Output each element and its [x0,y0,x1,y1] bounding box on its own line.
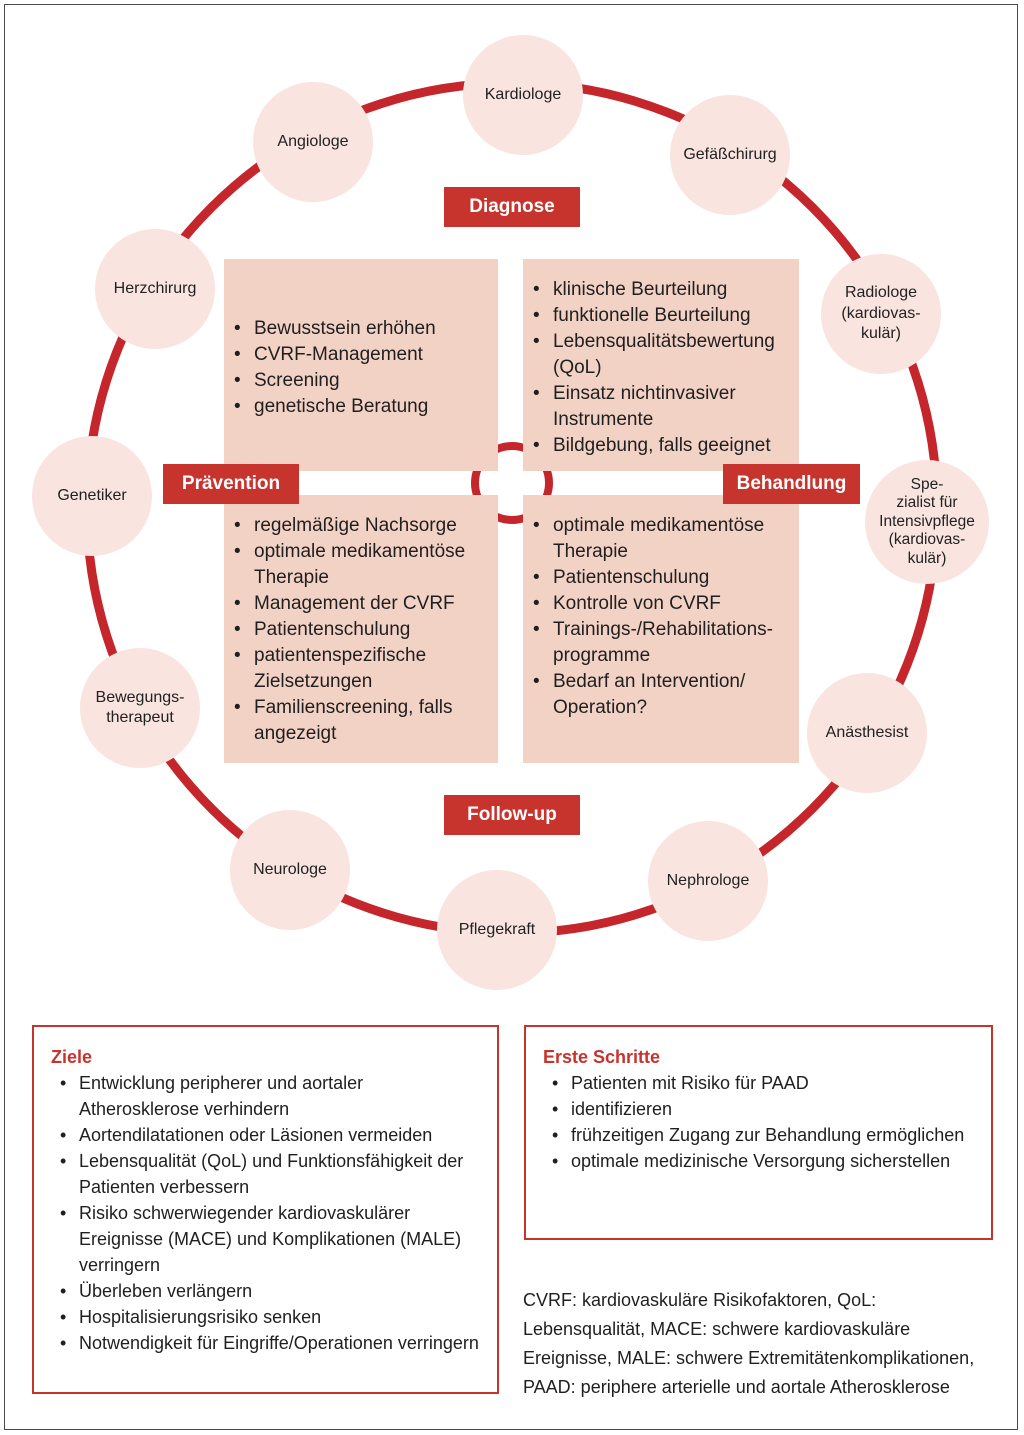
list-item: Management der CVRF [234,591,498,617]
label-diagnose: Diagnose [444,187,580,227]
first-steps-list: Patienten mit Risiko für PAAD identifizi… [543,1070,981,1174]
list-item: Aortendilatationen oder Läsionen vermeid… [60,1122,485,1148]
quadrant-top-left-list: Bewusstsein erhöhen CVRF-Management Scre… [224,259,498,420]
quadrant-followup-bottom-left: regelmäßige Nachsorge optimale medikamen… [224,495,498,763]
list-item: klinische Beurteilung [533,277,799,303]
first-steps-title: Erste Schritte [543,1047,661,1067]
list-item: identifizieren [552,1096,981,1122]
list-item: Einsatz nichtinvasiver Instrumente [533,381,799,433]
node-intensivpflege: Spe- zialist für Intensivpflege (kardiov… [865,460,989,584]
quadrant-bottom-right-list: optimale medikamentöse Therapie Patiente… [523,495,799,721]
list-item: CVRF-Management [234,342,498,368]
list-item: funktionelle Beurteilung [533,303,799,329]
list-item: Screening [234,368,498,394]
list-item: Entwicklung peripherer und aortaler Athe… [60,1070,485,1122]
list-item: Bedarf an Intervention/ Operation? [533,669,799,721]
node-herzchirurg: Herzchirurg [95,229,215,349]
label-followup: Follow-up [444,795,580,835]
figure-frame [4,4,1018,1430]
list-item: optimale medikamentöse Therapie [533,513,799,565]
goals-title: Ziele [51,1047,93,1067]
quadrant-prevention-top: Bewusstsein erhöhen CVRF-Management Scre… [224,259,498,471]
list-item: Lebensqualität (QoL) und Funktionsfähigk… [60,1148,485,1200]
node-angiologe: Angiologe [253,82,373,202]
cross-vertical [498,258,523,763]
list-item: frühzeitigen Zugang zur Behandlung ermög… [552,1122,981,1148]
abbreviations-footnote: CVRF: kardiovaskuläre Risikofaktoren, Qo… [523,1290,975,1397]
goals-list: Entwicklung peripherer und aortaler Athe… [51,1070,485,1356]
list-item: optimale medikamentöse Therapie [234,539,498,591]
goals-box: Ziele Entwicklung peripherer und aortale… [32,1025,499,1394]
list-item: Hospitalisierungsrisiko senken [60,1304,485,1330]
quadrant-diagnosis-top-right: klinische Beurteilung funktionelle Beurt… [523,259,799,471]
node-nephrologe: Nephrologe [648,821,768,941]
node-bewegungstherapeut: Bewegungs- therapeut [80,648,200,768]
quadrant-treatment-bottom-right: optimale medikamentöse Therapie Patiente… [523,495,799,763]
list-item: patientenspezifische Zielsetzungen [234,643,498,695]
list-item: regelmäßige Nachsorge [234,513,498,539]
list-item: Familienscreening, falls angezeigt [234,695,498,747]
list-item: Notwendigkeit für Eingriffe/Operationen … [60,1330,485,1356]
node-kardiologe: Kardiologe [463,35,583,155]
node-neurologe: Neurologe [230,810,350,930]
node-radiologe: Radiologe (kardiovas- kulär) [821,254,941,374]
center-ring [471,442,553,524]
list-item: Patienten mit Risiko für PAAD [552,1070,981,1096]
list-item: Bildgebung, falls geeignet [533,433,799,459]
list-item: Überleben verlängern [60,1278,485,1304]
label-behandlung: Behandlung [723,464,860,504]
list-item: Bewusstsein erhöhen [234,316,498,342]
label-praevention: Prävention [163,464,299,504]
list-item: optimale medizinische Versorgung sichers… [552,1148,981,1174]
node-anaesthesist: Anästhesist [807,673,927,793]
node-pflegekraft: Pflegekraft [437,870,557,990]
list-item: Lebensqualitätsbewertung (QoL) [533,329,799,381]
list-item: Patientenschulung [234,617,498,643]
node-genetiker: Genetiker [32,436,152,556]
list-item: Trainings-/Rehabilitations-programme [533,617,799,669]
list-item: genetische Beratung [234,394,498,420]
quadrant-bottom-left-list: regelmäßige Nachsorge optimale medikamen… [224,495,498,747]
list-item: Kontrolle von CVRF [533,591,799,617]
list-item: Risiko schwerwiegender kardiovaskulärer … [60,1200,485,1278]
list-item: Patientenschulung [533,565,799,591]
quadrant-top-right-list: klinische Beurteilung funktionelle Beurt… [523,259,799,459]
first-steps-box: Erste Schritte Patienten mit Risiko für … [524,1025,993,1240]
node-gefaesschirurg: Gefäßchirurg [670,95,790,215]
